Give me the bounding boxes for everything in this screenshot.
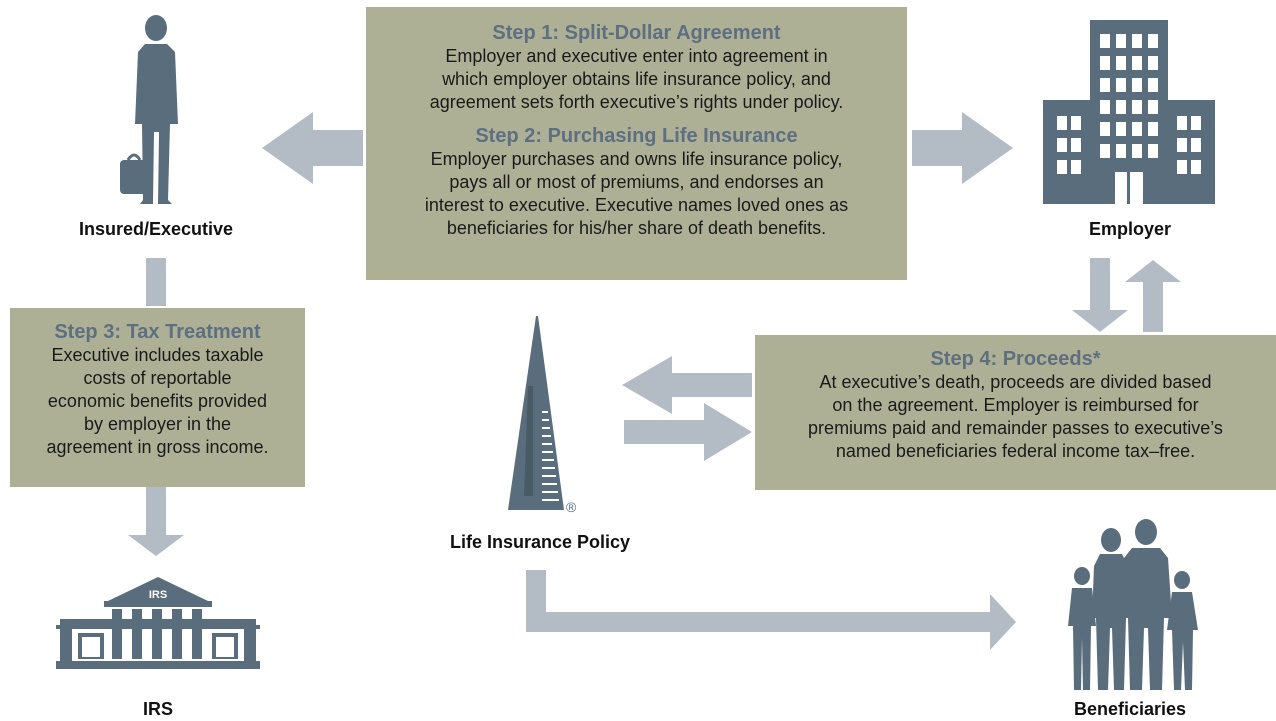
arrow-employer-up <box>1125 260 1181 332</box>
step2-body: Employer purchases and owns life insuran… <box>424 149 849 238</box>
step4-title: Step 4: Proceeds* <box>930 348 1101 370</box>
office-building-icon <box>1043 20 1215 204</box>
step4-body: At executive’s death, proceeds are divid… <box>808 372 1223 461</box>
step3-box: Step 3: Tax Treatment Executive includes… <box>10 308 305 487</box>
businessman-icon <box>120 15 178 204</box>
connector-executive-step3 <box>146 258 166 306</box>
arrow-to-executive <box>262 112 363 184</box>
employer-label: Employer <box>1088 219 1172 239</box>
step1-title: Step 1: Split-Dollar Agreement <box>492 22 781 44</box>
arrow-to-beneficiaries <box>526 570 1016 650</box>
family-icon <box>1068 519 1198 690</box>
step3-body: Executive includes taxable costs of repo… <box>46 345 269 457</box>
step1-body: Employer and executive enter into agreem… <box>429 46 844 112</box>
courthouse-icon: IRS <box>56 577 260 669</box>
arrow-employer-down <box>1072 258 1128 332</box>
irs-label: IRS <box>142 699 173 719</box>
arrow-from-policy <box>624 403 752 461</box>
executive-label: Insured/Executive <box>78 219 234 239</box>
beneficiaries-label: Beneficiaries <box>1073 699 1187 719</box>
step1-2-box: Step 1: Split-Dollar Agreement Employer … <box>366 7 907 280</box>
pyramid-tower-icon: ® <box>508 316 577 514</box>
registered-mark: ® <box>566 499 577 514</box>
step4-box: Step 4: Proceeds* At executive’s death, … <box>755 335 1276 490</box>
arrow-to-irs <box>128 485 184 556</box>
irs-sign-text: IRS <box>149 589 167 601</box>
arrow-to-policy <box>622 356 752 414</box>
policy-label: Life Insurance Policy <box>449 532 631 552</box>
arrow-to-employer <box>912 112 1013 184</box>
step2-title: Step 2: Purchasing Life Insurance <box>475 125 798 147</box>
step3-title: Step 3: Tax Treatment <box>54 321 261 343</box>
